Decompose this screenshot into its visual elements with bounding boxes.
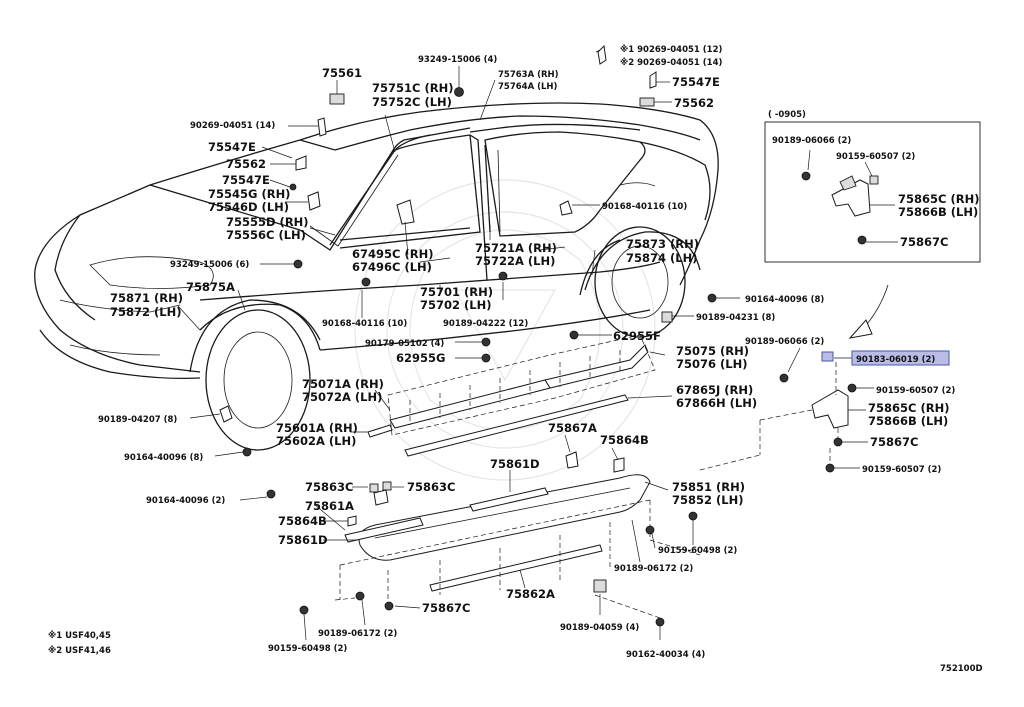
inset-label-75866b: 75866B (LH) — [898, 205, 978, 219]
leader-lines — [177, 49, 740, 641]
label-75075: 75075 (RH) — [676, 344, 749, 358]
label-75547e-top: 75547E — [672, 75, 720, 89]
label-75851: 75851 (RH) — [672, 480, 745, 494]
bracket-detail — [699, 284, 889, 473]
label-290269: ※2 90269-04051 (14) — [620, 57, 722, 68]
highlight-box — [851, 350, 950, 366]
label-90183-06019-highlighted: 90183-06019 (2) — [856, 355, 935, 365]
label-75874: 75874 (LH) — [626, 251, 697, 265]
label-75721a: 75721A (RH) — [475, 241, 557, 255]
label-75601a: 75601A (RH) — [276, 421, 358, 435]
label-190269: ※1 90269-04051 (12) — [620, 44, 722, 55]
rocker-panel-parts — [334, 334, 701, 619]
label-90162: 90162-40034 (4) — [626, 650, 705, 660]
label-75863c-left: 75863C — [305, 480, 353, 494]
label-75864b: 75864B — [600, 433, 649, 447]
label-75547e: 75547E — [208, 140, 256, 154]
label-75071a: 75071A (RH) — [302, 377, 384, 391]
label-67495c: 67495C (RH) — [352, 247, 433, 261]
label-90159-60498-right: 90159-60498 (2) — [658, 546, 737, 556]
label-75561: 75561 — [322, 66, 362, 80]
label-75752c: 75752C (LH) — [372, 95, 452, 109]
inset-header: ( -0905) — [768, 110, 806, 120]
label-62955f: 62955F — [613, 329, 661, 343]
label-75866b-right: 75866B (LH) — [868, 414, 948, 428]
label-90164-mid: 90164-40096 (8) — [124, 453, 203, 463]
label-90159-60507-right: 90159-60507 (2) — [876, 386, 955, 396]
label-75546d: 75546D (LH) — [208, 200, 289, 214]
label-75072a: 75072A (LH) — [302, 390, 382, 404]
inset-label-75865c: 75865C (RH) — [898, 192, 979, 206]
label-90189-06066-right: 90189-06066 (2) — [745, 337, 824, 347]
label-75865c-right: 75865C (RH) — [868, 401, 949, 415]
label-75602a: 75602A (LH) — [276, 434, 356, 448]
part-labels: 75561 93249-15006 (4) 75751C (RH) 75752C… — [48, 44, 983, 674]
label-90168-top: 90168-40116 (10) — [602, 202, 687, 212]
label-90189-06172-right: 90189-06172 (2) — [614, 564, 693, 574]
label-75763a: 75763A (RH) — [498, 70, 559, 80]
label-75751c: 75751C (RH) — [372, 81, 453, 95]
label-75722a: 75722A (LH) — [475, 254, 555, 268]
label-90164-top: 90164-40096 (8) — [745, 295, 824, 305]
note-1: ※1 USF40,45 — [48, 630, 111, 641]
label-75545g: 75545G (RH) — [208, 187, 290, 201]
label-62955g: 62955G — [396, 351, 445, 365]
label-75875a: 75875A — [186, 280, 235, 294]
label-75852: 75852 (LH) — [672, 493, 743, 507]
label-75555d: 75555D (RH) — [226, 215, 309, 229]
label-75861d-2: 75861D — [278, 533, 328, 547]
label-90159-60507b-right: 90159-60507 (2) — [862, 465, 941, 475]
label-90269: 90269-04051 (14) — [190, 121, 275, 131]
label-75867c-right: 75867C — [870, 435, 918, 449]
label-67865j: 67865J (RH) — [676, 383, 753, 397]
label-75764a: 75764A (LH) — [498, 82, 558, 92]
inset-box — [764, 121, 981, 263]
label-75863c-right: 75863C — [407, 480, 455, 494]
inset-label-75867c: 75867C — [900, 235, 948, 249]
inset-label-90189-06066: 90189-06066 (2) — [772, 136, 851, 146]
label-90189-04222: 90189-04222 (12) — [443, 319, 528, 329]
label-75867c-bottom: 75867C — [422, 601, 470, 615]
label-75864b-2: 75864B — [278, 514, 327, 528]
label-90164-bot: 90164-40096 (2) — [146, 496, 225, 506]
label-75702: 75702 (LH) — [420, 298, 491, 312]
label-75872: 75872 (LH) — [110, 305, 181, 319]
label-75861a: 75861A — [305, 499, 354, 513]
label-75547e-2: 75547E — [222, 173, 270, 187]
roof-mouldings — [329, 123, 641, 246]
label-90189-04231: 90189-04231 (8) — [696, 313, 775, 323]
label-75873: 75873 (RH) — [626, 237, 699, 251]
label-90179: 90179-05102 (4) — [365, 339, 444, 349]
fasteners — [219, 44, 717, 627]
label-75701: 75701 (RH) — [420, 285, 493, 299]
label-75867a: 75867A — [548, 421, 597, 435]
inset-label-90159-60507: 90159-60507 (2) — [836, 152, 915, 162]
label-75076: 75076 (LH) — [676, 357, 747, 371]
diagram-code: 752100D — [940, 664, 983, 674]
label-93249-mid: 93249-15006 (6) — [170, 260, 249, 270]
label-90189-06172-bottom: 90189-06172 (2) — [318, 629, 397, 639]
label-90168-bot: 90168-40116 (10) — [322, 319, 407, 329]
label-67866h: 67866H (LH) — [676, 396, 757, 410]
label-90189-04207: 90189-04207 (8) — [98, 415, 177, 425]
label-67496c: 67496C (LH) — [352, 260, 432, 274]
car-body-outline — [34, 102, 719, 451]
label-75562-top: 75562 — [674, 96, 714, 110]
label-90189-04059: 90189-04059 (4) — [560, 623, 639, 633]
fender-liners — [199, 239, 621, 351]
label-90159-60498-bottom: 90159-60498 (2) — [268, 644, 347, 654]
label-75861d: 75861D — [490, 457, 540, 471]
label-93249-top: 93249-15006 (4) — [418, 55, 497, 65]
label-75871: 75871 (RH) — [110, 291, 183, 305]
note-2: ※2 USF41,46 — [48, 645, 111, 656]
label-75562: 75562 — [226, 157, 266, 171]
label-75556c: 75556C (LH) — [226, 228, 306, 242]
label-75862a: 75862A — [506, 587, 555, 601]
